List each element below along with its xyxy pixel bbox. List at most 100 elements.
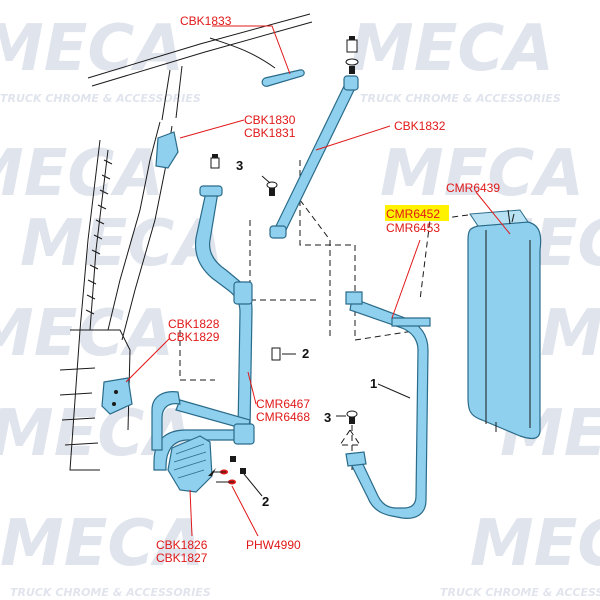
bolt-icon xyxy=(212,154,218,158)
tube-lower-clamp xyxy=(233,423,255,445)
leader-phw4990 xyxy=(231,485,259,537)
guide-dash xyxy=(339,429,361,446)
bolt-icon xyxy=(208,468,216,476)
part-cbk1826 xyxy=(167,435,213,493)
lower-hardware xyxy=(336,410,358,424)
roof-line xyxy=(87,13,311,79)
watermark-logo: MECA xyxy=(350,12,554,86)
washer-icon xyxy=(345,58,359,66)
leader-cbk1833 xyxy=(212,25,291,75)
part-labels: CBK1833 CBK1830 CBK1831 CBK1832 CMR6452 … xyxy=(156,14,500,565)
leader-line-black xyxy=(243,473,263,497)
part-cbk1828 xyxy=(101,377,133,415)
nut-icon xyxy=(240,468,246,474)
guide-dash xyxy=(179,330,215,381)
nut-icon xyxy=(349,66,355,74)
bolt-line xyxy=(212,471,234,483)
nut-icon xyxy=(269,188,275,196)
label-phw4990: PHW4990 xyxy=(246,538,301,552)
hole-icon xyxy=(112,402,116,406)
watermark-tagline: TRUCK CHROME & ACCESSORIES xyxy=(10,586,211,599)
grab-bar-tube xyxy=(349,297,429,519)
label-cmr6468: CMR6468 xyxy=(256,410,310,424)
leader-line-black xyxy=(261,175,271,184)
label-cmr6453: CMR6453 xyxy=(386,221,440,235)
watermark-tagline: TRUCK CHROME & ACCESSORIES xyxy=(440,586,600,599)
cab-step-lines xyxy=(59,367,99,446)
leader-cmr6439 xyxy=(475,191,511,235)
brace-rod xyxy=(275,81,357,231)
hole-icon xyxy=(114,390,118,394)
pillar-line xyxy=(107,121,161,331)
watermark-logo: MECA xyxy=(0,12,184,86)
tube-top-flange xyxy=(199,185,223,197)
washer-icon xyxy=(266,181,278,189)
leader-cbk1826 xyxy=(189,489,193,537)
door-frame-inner xyxy=(89,149,109,331)
brace-rod-end-bottom xyxy=(269,225,287,239)
door-bracket xyxy=(155,131,179,169)
part-phw4990 xyxy=(208,456,246,485)
label-cbk1828: CBK1828 xyxy=(168,317,220,331)
callout-2-mid: 2 xyxy=(302,346,309,361)
cab-lower-edge xyxy=(69,399,100,471)
leader-cmr6452 xyxy=(391,239,421,319)
leader-line-black xyxy=(377,383,411,399)
bolt-icon xyxy=(346,39,358,53)
label-cbk1829: CBK1829 xyxy=(168,330,220,344)
part-cbk1830 xyxy=(155,131,179,169)
windshield-edge-inner xyxy=(175,65,183,119)
guide-dash xyxy=(354,300,421,341)
part-cbk1833 xyxy=(261,69,305,87)
part-cbk1832 xyxy=(269,36,359,239)
label-cmr6439: CMR6439 xyxy=(446,181,500,195)
tube-lower-loop xyxy=(153,429,251,471)
label-cbk1830: CBK1830 xyxy=(244,113,296,127)
leader-lines xyxy=(125,25,511,537)
callout-numbers: 3 2 1 3 2 xyxy=(236,158,411,509)
nut-icon xyxy=(349,417,355,424)
roof-bracket xyxy=(261,69,305,87)
label-cbk1832: CBK1832 xyxy=(394,119,446,133)
label-cbk1826: CBK1826 xyxy=(156,538,208,552)
watermark-logo: MECA xyxy=(0,507,204,581)
tube-lower-bend xyxy=(151,391,181,451)
callout-3-upper: 3 xyxy=(236,158,243,173)
highlight-cmr6452 xyxy=(385,205,449,221)
watermark-logo: MECA xyxy=(470,507,600,581)
bolt-icon xyxy=(271,347,281,361)
part-cmr6467 xyxy=(151,185,255,471)
watermark-logo: MECA xyxy=(20,207,224,281)
watermark-logo: MECA xyxy=(540,297,600,371)
leader-cbk1830 xyxy=(179,119,245,139)
step-plate-ridges xyxy=(173,443,207,479)
part-cmr6452 xyxy=(345,291,431,519)
bolt-icon xyxy=(349,36,355,40)
watermark-layer: MECA TRUCK CHROME & ACCESSORIES MECA TRU… xyxy=(0,12,600,599)
label-cbk1831: CBK1831 xyxy=(244,126,296,140)
seal-hatching xyxy=(85,159,113,315)
roof-line-inner xyxy=(91,21,313,87)
watermark-tagline: TRUCK CHROME & ACCESSORIES xyxy=(360,92,561,105)
upper-hardware xyxy=(210,154,278,196)
bolt-icon xyxy=(210,157,220,169)
nut-icon xyxy=(230,456,236,462)
callout-2-lower: 2 xyxy=(262,494,269,509)
brace-rod-end-top xyxy=(343,75,359,91)
callout-3-lower: 3 xyxy=(324,410,331,425)
mid-hardware xyxy=(271,347,296,361)
label-cmr6452: CMR6452 xyxy=(386,207,440,221)
windshield-edge xyxy=(161,69,171,121)
grab-bar-lower-mount xyxy=(345,451,367,467)
watermark-tagline: TRUCK CHROME & ACCESSORIES xyxy=(0,92,201,105)
mounting-plate xyxy=(101,377,133,415)
leader-cmr6467 xyxy=(247,371,257,405)
watermark-logo: MECA xyxy=(0,137,164,211)
label-cbk1827: CBK1827 xyxy=(156,551,208,565)
guide-dash xyxy=(299,199,331,340)
leader-cbk1828 xyxy=(125,337,171,383)
label-cmr6467: CMR6467 xyxy=(256,397,310,411)
sleeper-box-latch xyxy=(507,209,515,225)
